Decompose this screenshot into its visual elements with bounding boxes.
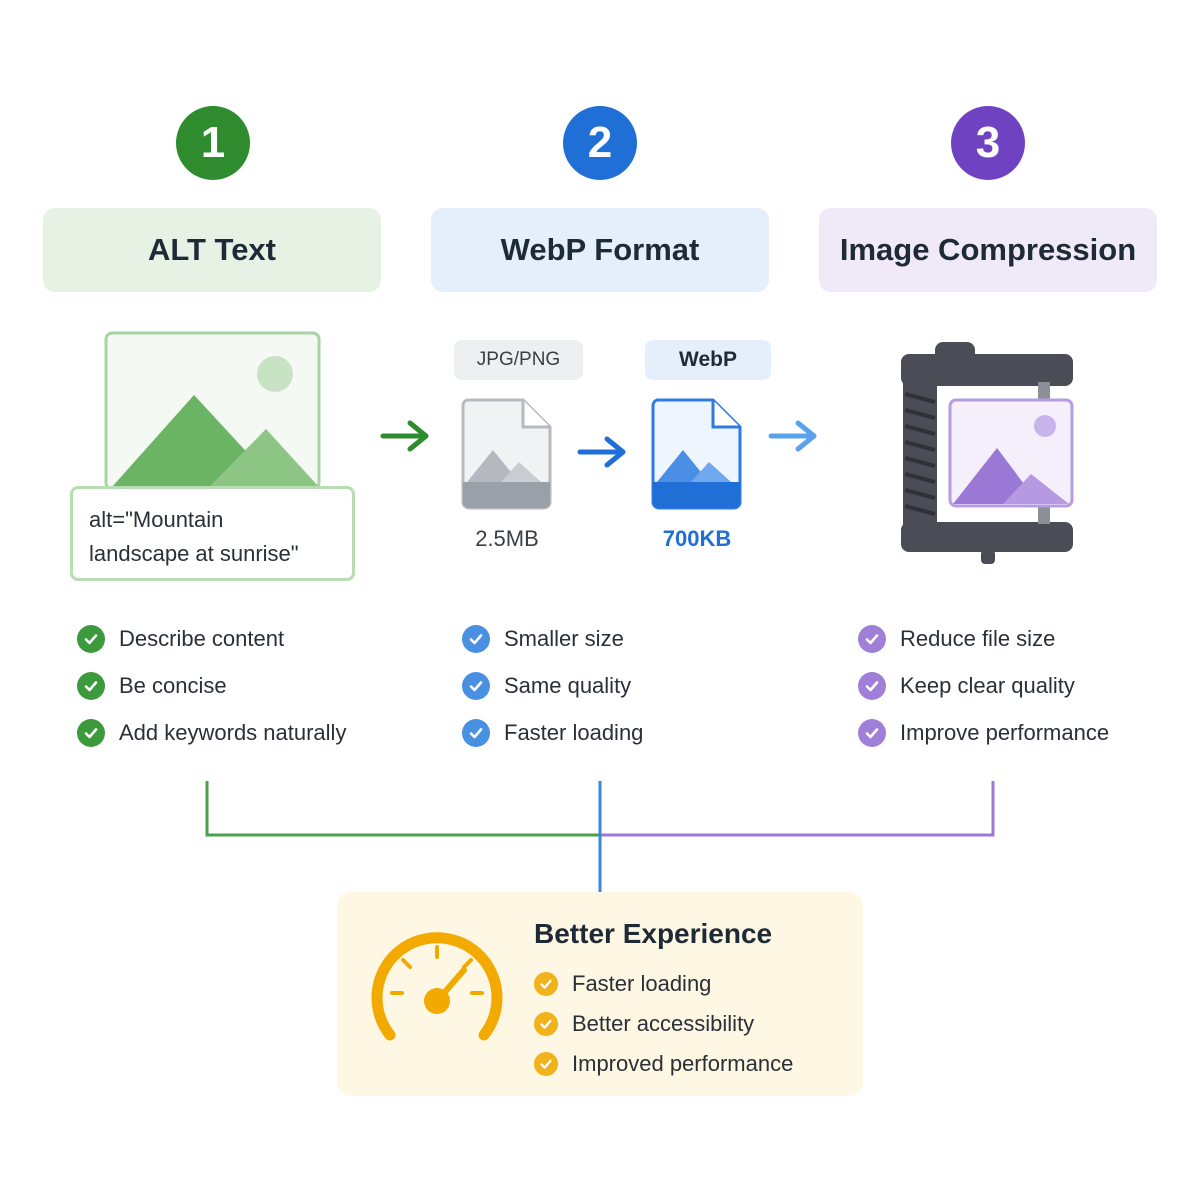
list-item: Describe content	[77, 615, 346, 662]
step-2-checklist: Smaller size Same quality Faster loading	[462, 615, 643, 756]
step-1-checklist: Describe content Be concise Add keywords…	[77, 615, 346, 756]
file-size-before: 2.5MB	[475, 526, 539, 551]
step-3-title: Image Compression	[819, 208, 1157, 292]
check-label: Better accessibility	[572, 1011, 755, 1036]
list-item: Same quality	[462, 662, 643, 709]
check-label: Reduce file size	[900, 625, 1056, 651]
arrow-right-icon	[380, 418, 432, 454]
list-item: Keep clear quality	[858, 662, 1109, 709]
step-3-badge: 3	[951, 106, 1025, 180]
arrow-right-icon	[577, 434, 629, 470]
format-label-webp: WebP	[645, 340, 771, 380]
check-label: Same quality	[504, 672, 632, 698]
image-icon	[104, 331, 321, 491]
arrow-right-icon	[768, 418, 820, 454]
speedometer-icon	[368, 925, 506, 1043]
format-label-jpg-png: JPG/PNG	[454, 340, 583, 380]
step-1-badge: 1	[176, 106, 250, 180]
check-icon	[77, 671, 105, 700]
check-icon	[858, 624, 886, 653]
check-label: Smaller size	[504, 625, 624, 651]
list-item: Improve performance	[858, 709, 1109, 756]
file-icon	[651, 398, 743, 510]
check-label: Improved performance	[572, 1051, 794, 1076]
clamp-icon	[893, 338, 1077, 564]
alt-text-box: alt="Mountain landscape at sunrise"	[70, 486, 355, 581]
step-2-badge: 2	[563, 106, 637, 180]
list-item: Add keywords naturally	[77, 709, 346, 756]
list-item: Faster loading	[534, 964, 793, 1004]
list-item: Improved performance	[534, 1044, 793, 1084]
result-checklist: Faster loading Better accessibility Impr…	[534, 964, 793, 1084]
list-item: Faster loading	[462, 709, 643, 756]
check-icon	[534, 1012, 558, 1036]
check-icon	[462, 624, 490, 653]
check-icon	[858, 671, 886, 700]
file-size-after: 700KB	[662, 526, 732, 551]
check-label: Describe content	[119, 625, 285, 651]
list-item: Reduce file size	[858, 615, 1109, 662]
step-1-title: ALT Text	[43, 208, 381, 292]
check-icon	[462, 671, 490, 700]
alt-text-line-1: alt="Mountain	[89, 507, 224, 532]
alt-text-line-2: landscape at sunrise"	[89, 541, 299, 566]
result-card	[337, 892, 863, 1096]
check-label: Faster loading	[572, 971, 712, 996]
check-icon	[534, 1052, 558, 1076]
list-item: Smaller size	[462, 615, 643, 662]
check-label: Be concise	[119, 672, 227, 698]
check-icon	[77, 624, 105, 653]
check-icon	[462, 718, 490, 747]
list-item: Better accessibility	[534, 1004, 793, 1044]
check-label: Add keywords naturally	[119, 719, 347, 745]
check-label: Faster loading	[504, 719, 644, 745]
check-label: Keep clear quality	[900, 672, 1075, 698]
check-icon	[77, 718, 105, 747]
connector-lines	[0, 775, 1200, 895]
check-icon	[534, 972, 558, 996]
check-label: Improve performance	[900, 719, 1110, 745]
file-icon	[461, 398, 553, 510]
check-icon	[858, 718, 886, 747]
step-3-checklist: Reduce file size Keep clear quality Impr…	[858, 615, 1109, 756]
list-item: Be concise	[77, 662, 346, 709]
result-title: Better Experience	[534, 918, 773, 949]
step-2-title: WebP Format	[431, 208, 769, 292]
